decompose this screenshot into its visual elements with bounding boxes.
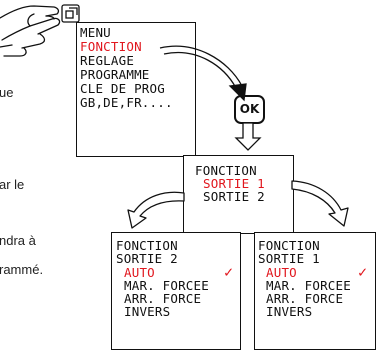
hollow-down-arrow-icon — [234, 122, 262, 151]
hollow-arrow-left — [127, 191, 185, 229]
instruction-text-fragment: ar le — [0, 177, 25, 192]
screen-subtitle: SORTIE 2 — [116, 251, 178, 266]
option-auto[interactable]: AUTO — [266, 265, 297, 280]
option-arr-force[interactable]: ARR. FORCE — [124, 291, 202, 306]
sortie-1-screen: FONCTION SORTIE 1 AUTO ✓ MAR. FORCEE ARR… — [254, 232, 376, 350]
instruction-text-fragment: rammé. — [0, 262, 44, 277]
arrow-to-ok — [159, 45, 247, 102]
hand-icon — [0, 5, 61, 57]
sortie-2-screen: FONCTION SORTIE 2 AUTO ✓ MAR. FORCEE ARR… — [111, 232, 241, 350]
checkmark-icon: ✓ — [224, 263, 234, 281]
menu-key-icon — [61, 4, 80, 23]
fonction-title: FONCTION — [195, 163, 257, 178]
screen-title: FONCTION — [258, 238, 320, 253]
option-sortie-1[interactable]: SORTIE 1 — [203, 176, 265, 191]
hollow-arrow-right — [291, 180, 349, 227]
option-invers[interactable]: INVERS — [124, 304, 171, 319]
menu-item-cle-de-prog[interactable]: CLE DE PROG — [80, 81, 165, 96]
instruction-text-fragment: ue — [0, 85, 14, 100]
option-arr-force[interactable]: ARR. FORCE — [266, 291, 344, 306]
fonction-screen: FONCTION SORTIE 1 SORTIE 2 — [183, 155, 294, 234]
ok-button[interactable]: OK — [234, 95, 265, 124]
screen-subtitle: SORTIE 1 — [258, 251, 320, 266]
option-mar-forcee[interactable]: MAR. FORCEE — [266, 278, 351, 293]
option-invers[interactable]: INVERS — [266, 304, 313, 319]
menu-item-reglage[interactable]: REGLAGE — [80, 53, 135, 68]
menu-item-programme[interactable]: PROGRAMME — [80, 67, 150, 82]
option-mar-forcee[interactable]: MAR. FORCEE — [124, 278, 209, 293]
screen-title: FONCTION — [116, 238, 178, 253]
checkmark-icon: ✓ — [358, 263, 368, 281]
menu-item-fonction[interactable]: FONCTION — [80, 39, 142, 54]
menu-screen: MENU FONCTION REGLAGE PROGRAMME CLE DE P… — [76, 22, 196, 157]
menu-title: MENU — [80, 25, 111, 40]
option-sortie-2[interactable]: SORTIE 2 — [203, 189, 265, 204]
option-auto[interactable]: AUTO — [124, 265, 155, 280]
instruction-text-fragment: ndra à — [0, 233, 36, 248]
menu-item-language[interactable]: GB,DE,FR.... — [80, 95, 173, 110]
